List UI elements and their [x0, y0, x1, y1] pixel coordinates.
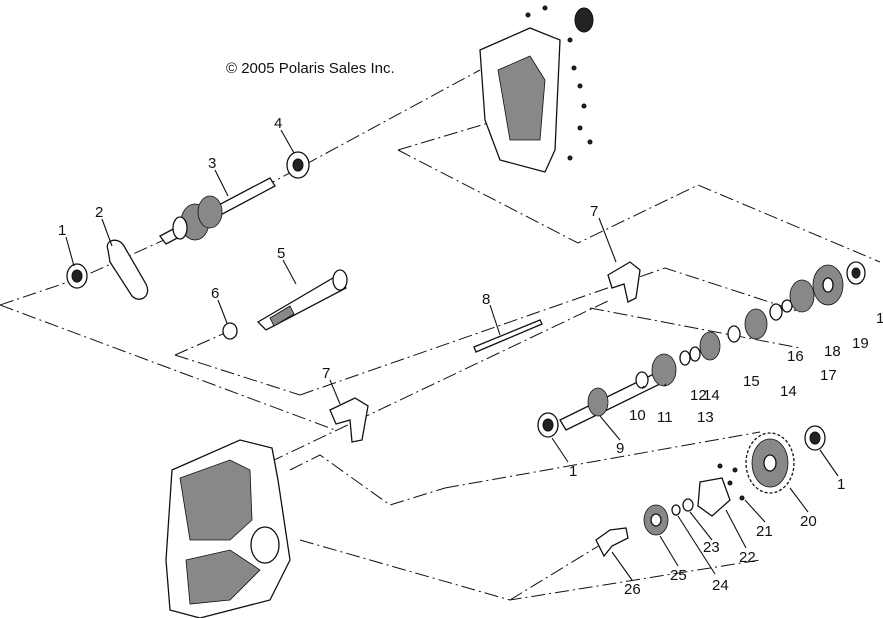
- bearing-1-left: [66, 263, 88, 289]
- callout-11: 11: [657, 409, 673, 426]
- callout-26: 26: [624, 581, 641, 598]
- copyright-notice: © 2005 Polaris Sales Inc.: [226, 60, 395, 77]
- sprocket-20: [745, 425, 826, 494]
- drive-chain-2: [106, 239, 149, 300]
- washers-23-24: [671, 498, 694, 516]
- callout-6: 6: [211, 285, 219, 302]
- callout-17: 17: [820, 367, 837, 384]
- shift-fork-7-upper: [607, 261, 641, 303]
- callout-numbers: 1 2 3 4 5 6 7 7 8 1 19 18 17 16 15 14 14…: [58, 115, 883, 598]
- cover-bolts: [525, 5, 593, 161]
- callout-10: 10: [629, 407, 646, 424]
- callout-1-bearing-right: 1: [876, 310, 883, 327]
- callout-1-shaft-bearing: 1: [569, 463, 577, 480]
- callout-12: 12: [690, 387, 707, 404]
- bearing-25: [643, 504, 669, 536]
- shift-fork-7-lower: [329, 397, 369, 443]
- shaft-5: [256, 269, 348, 331]
- housing-cover-upper: [479, 5, 594, 173]
- callout-1-sprocket-bearing: 1: [837, 476, 845, 493]
- callout-4: 4: [274, 115, 282, 132]
- callout-18: 18: [824, 343, 841, 360]
- shaft-3: [159, 177, 276, 245]
- callout-19: 19: [852, 335, 869, 352]
- cover-plate-22: [697, 463, 745, 517]
- callout-16: 16: [787, 348, 804, 365]
- callout-14-right: 14: [780, 383, 797, 400]
- rod-8: [473, 319, 543, 353]
- callout-14-left: 14: [703, 387, 720, 404]
- callout-7-lower: 7: [322, 365, 330, 382]
- shaft-26: [595, 527, 629, 558]
- gearcase-housing-lower: [165, 439, 291, 618]
- callout-7-upper: 7: [590, 203, 598, 220]
- callout-5: 5: [277, 245, 285, 262]
- callout-15: 15: [743, 373, 760, 390]
- callout-21: 21: [756, 523, 773, 540]
- callout-2: 2: [95, 204, 103, 221]
- callout-25: 25: [670, 567, 687, 584]
- callout-1-bearing-left: 1: [58, 222, 66, 239]
- leader-lines: [65, 129, 839, 581]
- callout-9: 9: [616, 440, 624, 457]
- callout-8: 8: [482, 291, 490, 308]
- callout-24: 24: [712, 577, 729, 594]
- ring-6: [222, 322, 238, 340]
- callout-23: 23: [703, 539, 720, 556]
- bearing-4: [286, 151, 310, 179]
- assembly-lines: [0, 69, 881, 601]
- callout-13: 13: [697, 409, 714, 426]
- callout-20: 20: [800, 513, 817, 530]
- callout-3: 3: [208, 155, 216, 172]
- callout-22: 22: [739, 549, 756, 566]
